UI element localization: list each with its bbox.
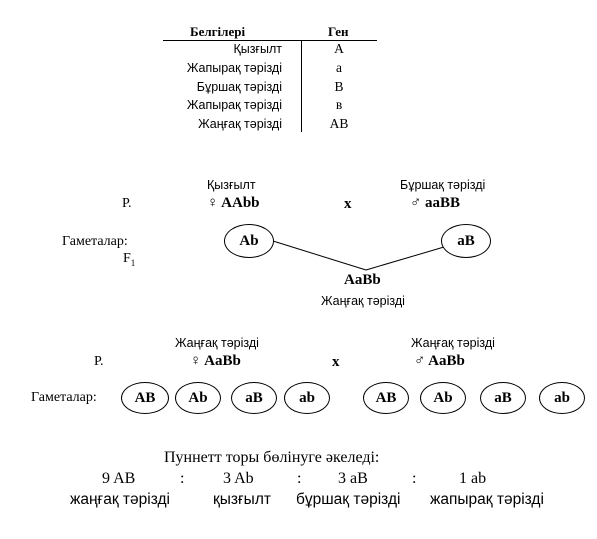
- gamete-ellipse: aB: [231, 382, 277, 414]
- table-row-gene: в: [335, 97, 343, 112]
- gametes-label: Гаметалар:: [31, 390, 97, 405]
- table-row-trait: Қызғылт: [233, 42, 282, 56]
- offspring-genotype: AaBb: [344, 272, 381, 288]
- ratio-value: 1 ab: [459, 470, 487, 487]
- gamete-ellipse: ab: [539, 382, 585, 414]
- male-phenotype: Жаңғақ тәрізді: [411, 336, 495, 350]
- table-header-rule: [163, 40, 377, 41]
- table-row-trait: Жапырақ тәрізді: [186, 61, 282, 75]
- male-phenotype: Бұршақ тәрізді: [400, 178, 486, 192]
- gamete-line-right: [365, 246, 445, 271]
- table-row-gene: а: [336, 60, 342, 75]
- table-row-trait: Жаңғақ тәрізді: [198, 117, 282, 131]
- male-genotype: ♂ aaBB: [410, 195, 461, 211]
- table-column-divider: [301, 40, 302, 132]
- result-title: Пуннетт торы бөлінуге әкеледі:: [164, 449, 380, 466]
- table-row-gene: АВ: [329, 116, 349, 131]
- offspring-phenotype: Жаңғақ тәрізді: [321, 294, 405, 308]
- table-row-gene: В: [334, 79, 344, 94]
- ratio-value: 3 Ab: [223, 470, 254, 487]
- gamete-line-left: [272, 240, 367, 271]
- table-header-gene: Ген: [328, 24, 349, 39]
- ratio-phenotype: бұршақ тәрізді: [296, 491, 401, 508]
- cross-sign: x: [344, 196, 352, 212]
- table-row-trait: Бұршақ тәрізді: [196, 80, 282, 94]
- gamete-ellipse: AB: [363, 382, 409, 414]
- gamete-ellipse: Ab: [175, 382, 221, 414]
- male-genotype: ♂ AaBb: [414, 353, 465, 369]
- gamete-ellipse: Ab: [420, 382, 466, 414]
- f1-label: F1: [123, 251, 136, 268]
- table-row-gene: А: [334, 41, 344, 56]
- ratio-phenotype: жаңғақ тәрізді: [70, 491, 170, 508]
- cross-sign: x: [332, 354, 340, 370]
- female-genotype: ♀ AaBb: [190, 353, 241, 369]
- female-phenotype: Қызғылт: [207, 178, 256, 192]
- ratio-separator: :: [412, 470, 417, 487]
- ratio-value: 3 aB: [338, 470, 368, 487]
- gametes-label: Гаметалар:: [62, 234, 128, 249]
- parents-label: Р.: [94, 354, 104, 369]
- gamete-ellipse: AB: [121, 382, 169, 414]
- parents-label: Р.: [122, 196, 132, 211]
- gamete-ellipse: ab: [284, 382, 330, 414]
- ratio-value: 9 AB: [102, 470, 136, 487]
- ratio-separator: :: [180, 470, 185, 487]
- female-genotype: ♀ AAbb: [207, 195, 260, 211]
- gamete-ellipse: Ab: [224, 224, 274, 258]
- ratio-separator: :: [297, 470, 302, 487]
- table-header-trait: Белгілері: [190, 24, 246, 39]
- gamete-ellipse: aB: [480, 382, 526, 414]
- ratio-phenotype: жапырақ тәрізді: [430, 491, 544, 508]
- gamete-ellipse: aB: [441, 224, 491, 258]
- ratio-phenotype: қызғылт: [213, 491, 271, 508]
- table-row-trait: Жапырақ тәрізді: [186, 98, 282, 112]
- female-phenotype: Жаңғақ тәрізді: [175, 336, 259, 350]
